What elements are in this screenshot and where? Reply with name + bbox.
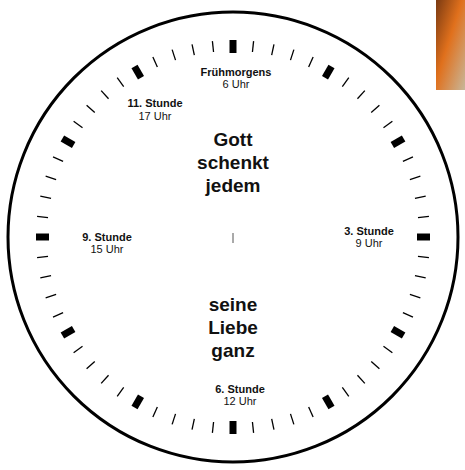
minute-tick (252, 422, 253, 433)
hour-name: 11. Stunde (127, 97, 182, 109)
minute-tick (87, 105, 95, 112)
minute-tick (46, 294, 56, 297)
minute-tick (418, 216, 429, 217)
hour-name: Frühmorgens (201, 66, 272, 78)
clock-motto: Gott schenkt jedem (188, 128, 278, 197)
minute-tick (212, 422, 213, 433)
minute-tick (153, 57, 157, 67)
hour-tick (230, 421, 237, 434)
minute-tick (272, 44, 274, 55)
hour-time: 9 Uhr (356, 237, 383, 249)
tick-marks (36, 40, 430, 434)
clock-rim (8, 12, 458, 462)
minute-tick (192, 44, 194, 55)
minute-tick (117, 78, 123, 87)
photo-corner (436, 0, 465, 90)
minute-tick (290, 414, 293, 424)
minute-tick (403, 157, 413, 161)
minute-tick (74, 121, 83, 127)
minute-tick (172, 414, 175, 424)
hour-tick (392, 329, 403, 336)
minute-tick (357, 91, 364, 99)
clock-motto: seine Liebe ganz (188, 293, 278, 362)
minute-tick (46, 176, 56, 179)
minute-tick (383, 346, 392, 352)
minute-tick (53, 313, 63, 317)
minute-tick (101, 375, 108, 383)
minute-tick (309, 57, 313, 67)
minute-tick (357, 375, 364, 383)
minute-tick (410, 294, 420, 297)
minute-tick (371, 361, 379, 368)
minute-tick (272, 419, 274, 430)
minute-tick (87, 361, 95, 368)
hour-time: 15 Uhr (90, 243, 123, 255)
minute-tick (74, 346, 83, 352)
minute-tick (415, 276, 426, 278)
minute-tick (403, 313, 413, 317)
hour-tick (62, 329, 73, 336)
minute-tick (212, 41, 213, 52)
hour-tick (325, 66, 332, 77)
minute-tick (342, 387, 348, 396)
minute-tick (252, 41, 253, 52)
hour-tick (325, 396, 332, 407)
hour-time: 17 Uhr (138, 110, 171, 122)
hour-tick (417, 234, 430, 241)
minute-tick (53, 157, 63, 161)
hour-name: 6. Stunde (215, 383, 265, 395)
minute-tick (117, 387, 123, 396)
minute-tick (371, 105, 379, 112)
hour-tick (36, 234, 49, 241)
minute-tick (415, 196, 426, 198)
center-mark (233, 233, 234, 243)
minute-tick (37, 256, 48, 257)
minute-tick (410, 176, 420, 179)
minute-tick (40, 276, 51, 278)
minute-tick (192, 419, 194, 430)
hour-name: 9. Stunde (82, 231, 132, 243)
minute-tick (342, 78, 348, 87)
hour-time: 12 Uhr (223, 395, 256, 407)
minute-tick (37, 216, 48, 217)
minute-tick (418, 256, 429, 257)
hour-tick (135, 396, 142, 407)
hour-name: 3. Stunde (344, 225, 394, 237)
minute-tick (309, 407, 313, 417)
minute-tick (153, 407, 157, 417)
hour-tick (135, 66, 142, 77)
hour-tick (392, 139, 403, 146)
hour-time: 6 Uhr (223, 78, 250, 90)
minute-tick (172, 50, 175, 60)
minute-tick (383, 121, 392, 127)
minute-tick (290, 50, 293, 60)
minute-tick (101, 91, 108, 99)
minute-tick (40, 196, 51, 198)
hour-tick (62, 139, 73, 146)
hour-tick (230, 40, 237, 53)
